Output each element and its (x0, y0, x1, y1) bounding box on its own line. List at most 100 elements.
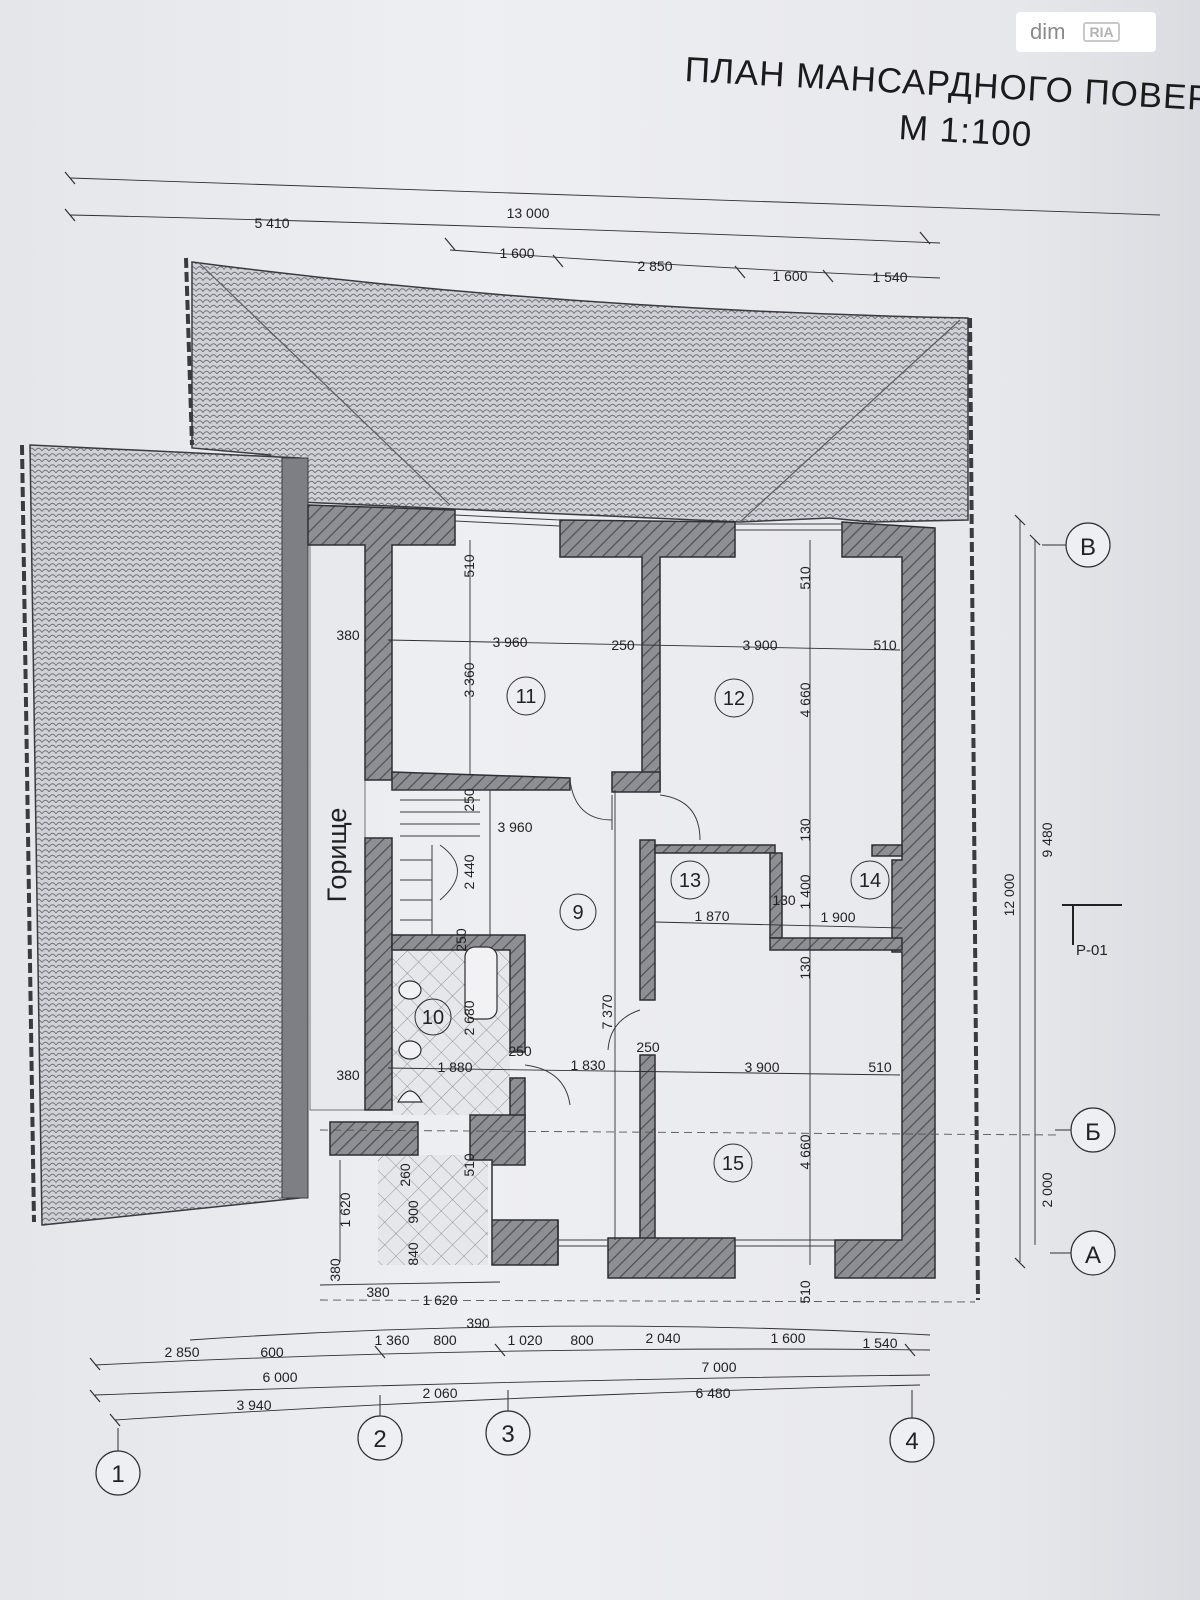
dim-r15-partition: 250 (636, 1039, 660, 1055)
section-label: Р-01 (1076, 942, 1108, 959)
dim-r12-height: 4 660 (797, 682, 813, 717)
dim-r10-left: 380 (336, 1067, 360, 1083)
axis-marker-col-4: 4 (889, 1390, 935, 1463)
dim-bottom-row3-3: 6 480 (695, 1385, 730, 1401)
dim-hall-top: 250 (461, 788, 477, 812)
dim-r15-width: 3 900 (744, 1059, 779, 1075)
eaves-strip (281, 457, 309, 1199)
dim-right-upper: 9 480 (1039, 822, 1055, 857)
svg-text:11: 11 (516, 686, 537, 708)
dim-bottom-chain-2: 600 (260, 1344, 284, 1360)
axis-lines (319, 1129, 1061, 1303)
watermark-left: dim (1030, 19, 1066, 44)
dim-bottom-chain-3: 1 360 (374, 1332, 409, 1348)
axis-label-a: А (1085, 1242, 1101, 1269)
room-marker-15: 15 (713, 1143, 753, 1183)
walls (307, 504, 936, 1279)
section-marker (1062, 904, 1122, 945)
room-marker-14: 14 (850, 860, 890, 900)
room-marker-12: 12 (714, 678, 754, 718)
eave-edge-top (184, 257, 194, 446)
dim-bottom-chain-9: 1 600 (770, 1330, 805, 1346)
eave-edge-left (20, 444, 36, 1223)
svg-text:12: 12 (723, 688, 745, 710)
dim-bottom-chain-7: 800 (570, 1332, 594, 1348)
dim-top-chain-3: 1 600 (772, 268, 807, 284)
dim-r13-width: 1 870 (694, 908, 729, 924)
staircase (392, 789, 491, 935)
axis-label-1: 1 (111, 1461, 124, 1488)
sanitary-fixtures (396, 946, 498, 1103)
dim-top-left: 5 410 (254, 215, 289, 231)
dim-porch-side-2: 380 (327, 1258, 343, 1282)
windows (454, 514, 842, 1247)
dimension-ticks (64, 171, 1041, 1427)
dim-r15-bottom: 510 (797, 1280, 813, 1304)
dim-bottom-chain-6: 1 020 (507, 1332, 542, 1348)
dim-r11-height: 3 360 (461, 662, 477, 697)
svg-text:9: 9 (572, 902, 583, 924)
dim-top-chain-1: 1 600 (499, 245, 534, 261)
axis-marker-col-2: 2 (357, 1395, 403, 1461)
roof-top (191, 261, 969, 523)
dim-r14-top: 130 (797, 818, 813, 842)
svg-text:13: 13 (679, 870, 701, 892)
dim-bottom-chain-4: 800 (433, 1332, 457, 1348)
dim-r10-width: 1 880 (437, 1059, 472, 1075)
roof-left (29, 444, 301, 1226)
watermark-right: RIA (1083, 22, 1120, 42)
room-marker-11: 11 (506, 676, 546, 716)
dim-hall-width2: 1 830 (570, 1057, 605, 1073)
roof-hip-left (197, 261, 451, 506)
dim-bottom-row2-2: 7 000 (701, 1359, 736, 1375)
dimension-lines (69, 177, 1161, 1421)
svg-text:15: 15 (722, 1153, 744, 1175)
doors (524, 779, 701, 1106)
dim-r15-right: 510 (868, 1059, 892, 1075)
dimension-texts: 13 000 5 410 1 600 2 850 1 600 1 540 12 … (164, 205, 1055, 1413)
room-marker-10: 10 (414, 998, 452, 1036)
dim-bottom-row3-2: 2 060 (422, 1385, 457, 1401)
svg-text:10: 10 (422, 1007, 444, 1029)
dim-right-overall: 12 000 (1001, 873, 1017, 916)
grid-axis-markers: В Б А 1 2 (95, 522, 1116, 1496)
svg-text:14: 14 (859, 870, 881, 892)
dim-porch-1: 380 (366, 1284, 390, 1300)
axis-marker-col-1: 1 (95, 1428, 141, 1496)
axis-label-3: 3 (501, 1421, 514, 1448)
roof-hip-right (739, 319, 961, 523)
dim-bottom-chain-8: 2 040 (645, 1330, 680, 1346)
axis-label-b: Б (1085, 1119, 1101, 1146)
axis-label-2: 2 (373, 1426, 386, 1453)
dim-top-chain-2: 2 850 (637, 258, 672, 274)
dim-r14-height: 1 400 (797, 874, 813, 909)
dim-r15-height: 4 660 (797, 1134, 813, 1169)
dim-bottom-chain-5: 390 (466, 1315, 490, 1331)
dim-r15-top: 130 (797, 956, 813, 980)
dim-right-lower: 2 000 (1039, 1172, 1055, 1207)
dim-r14-width: 1 900 (820, 909, 855, 925)
dim-r12-width: 3 900 (742, 637, 777, 653)
watermark-logo: dim RIA (1016, 12, 1156, 52)
attic-label: Горище (322, 808, 352, 903)
axis-marker-col-3: 3 (485, 1390, 531, 1456)
room-marker-9: 9 (559, 893, 597, 931)
plan-scale: М 1:100 (897, 108, 1034, 155)
dim-top-overall: 13 000 (507, 205, 550, 221)
room-marker-13: 13 (670, 860, 710, 900)
attic-floor (309, 519, 366, 1111)
dim-hall-length: 7 370 (599, 994, 615, 1029)
dim-r11-top: 510 (461, 554, 477, 578)
dim-bottom-chain-1: 2 850 (164, 1344, 199, 1360)
eave-edge-right (968, 317, 980, 1301)
dim-r11-left: 380 (336, 627, 360, 643)
dim-porch-2: 1 620 (422, 1292, 457, 1308)
dim-bottom-row2-1: 6 000 (262, 1369, 297, 1385)
axis-marker-row-v: В (1042, 522, 1111, 568)
axis-label-4: 4 (905, 1428, 918, 1455)
dim-porch-c: 840 (405, 1242, 421, 1266)
axis-marker-row-a: А (1050, 1230, 1116, 1276)
dim-porch-top: 510 (461, 1153, 477, 1177)
